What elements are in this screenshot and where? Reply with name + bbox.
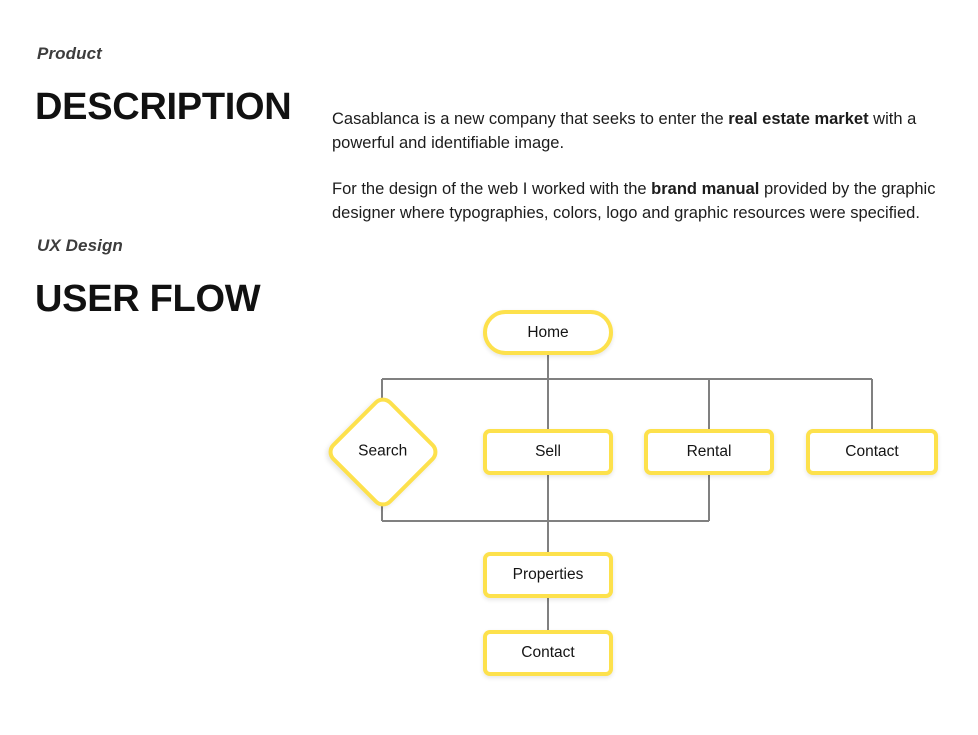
flow-node-contact-bottom[interactable]: Contact: [483, 630, 613, 676]
flow-node-contact-top[interactable]: Contact: [806, 429, 938, 475]
description-paragraph-1: Casablanca is a new company that seeks t…: [332, 107, 937, 155]
description-heading: DESCRIPTION: [35, 86, 292, 128]
paragraph-1-text-before: Casablanca is a new company that seeks t…: [332, 109, 729, 128]
paragraph-1-text-after: with a powerful and identifiable image.: [332, 109, 917, 152]
flow-node-contact-top-label: Contact: [845, 443, 899, 460]
flow-node-rental[interactable]: Rental: [644, 429, 774, 475]
flow-node-properties[interactable]: Properties: [483, 552, 613, 598]
flow-node-contact-bottom-label: Contact: [521, 644, 575, 661]
product-eyebrow-label: Product: [37, 44, 102, 63]
paragraph-2-bold-phrase: brand manual: [651, 179, 760, 198]
paragraph-2-text-before: For the design of the web I worked with …: [332, 179, 652, 198]
paragraph-1-bold-phrase: real estate market: [728, 109, 869, 128]
description-paragraph-2: For the design of the web I worked with …: [332, 177, 937, 225]
flow-node-sell-label: Sell: [535, 443, 561, 460]
flow-node-rental-label: Rental: [686, 443, 732, 460]
flow-node-search-label: Search: [358, 443, 408, 460]
paragraph-2-text-after: provided by the graphic designer where t…: [332, 179, 936, 222]
user-flow-heading: USER FLOW: [35, 278, 261, 320]
flow-node-properties-label: Properties: [512, 566, 584, 583]
flow-node-sell[interactable]: Sell: [483, 429, 613, 475]
flow-node-home[interactable]: Home: [483, 310, 613, 355]
ux-design-eyebrow-label: UX Design: [37, 236, 123, 255]
flow-node-home-label: Home: [527, 323, 569, 341]
